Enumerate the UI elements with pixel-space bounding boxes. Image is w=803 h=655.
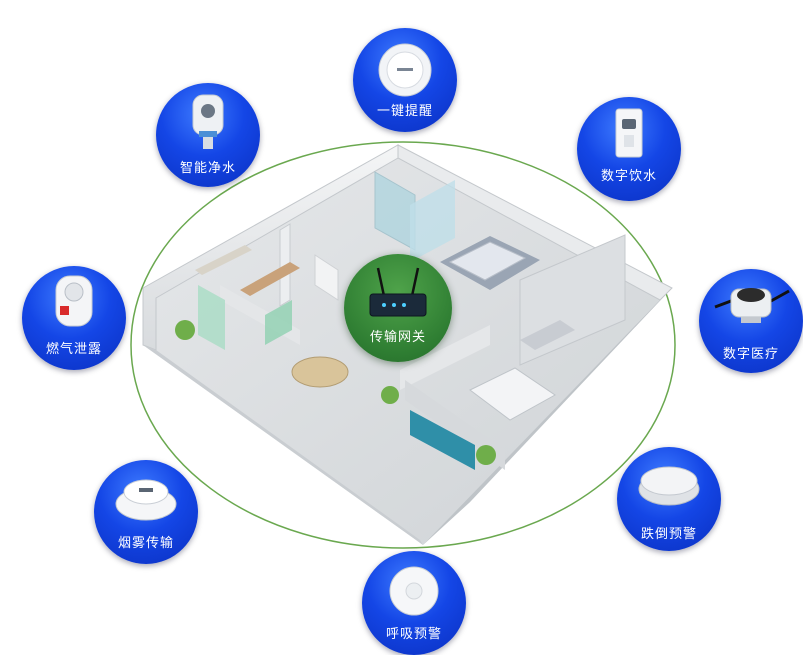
device-label: 烟雾传输 (117, 536, 174, 551)
device-label: 一键提醒 (376, 104, 433, 119)
living-glass-panel (198, 285, 225, 350)
smoke-detector-icon (115, 479, 177, 521)
kitchen-counter (240, 262, 300, 296)
device-one-key-alert[interactable]: 一键提醒 (353, 28, 457, 132)
device-label: 呼吸预警 (385, 627, 442, 642)
device-smart-purifier[interactable]: 智能净水 (156, 83, 260, 187)
device-digital-drinking[interactable]: 数字饮水 (577, 97, 681, 201)
device-label: 智能净水 (179, 161, 236, 176)
plant-1 (175, 320, 195, 340)
desk (520, 320, 575, 350)
device-label: 数字饮水 (600, 169, 657, 184)
device-label: 数字医疗 (722, 347, 779, 362)
hub-label: 传输网关 (369, 330, 426, 345)
medical-sensor-icon (714, 288, 790, 323)
plant-2 (381, 386, 399, 404)
bathroom-curtain (410, 180, 455, 262)
router-icon (369, 267, 427, 317)
outer-wall-front (143, 345, 423, 545)
plant-3 (476, 445, 496, 465)
bed (448, 241, 527, 281)
device-gas-leak[interactable]: 燃气泄露 (22, 266, 126, 370)
water-dispenser-icon (615, 108, 643, 158)
device-smoke-transmit[interactable]: 烟雾传输 (94, 460, 198, 564)
device-label: 燃气泄露 (45, 342, 102, 357)
tv-wall (410, 410, 475, 470)
interior-wall-3 (314, 254, 339, 301)
breath-sensor-icon (389, 566, 439, 616)
outer-wall-front-right (423, 288, 672, 545)
fall-sensor-icon (638, 466, 700, 506)
dining-table (291, 356, 349, 388)
device-digital-medical[interactable]: 数字医疗 (699, 269, 803, 373)
device-fall-alert[interactable]: 跌倒预警 (617, 447, 721, 551)
transmission-gateway-hub[interactable]: 传输网关 (344, 254, 452, 362)
alert-button-icon (378, 43, 432, 97)
device-breath-alert[interactable]: 呼吸预警 (362, 551, 466, 655)
connection-ring (130, 141, 676, 549)
bed-2 (469, 367, 556, 421)
wall-art (265, 300, 292, 345)
device-label: 跌倒预警 (640, 527, 697, 542)
interior-wall-5 (400, 325, 490, 390)
water-purifier-icon (192, 94, 224, 149)
kitchen-counter-2 (195, 245, 252, 275)
gas-detector-icon (55, 275, 93, 327)
